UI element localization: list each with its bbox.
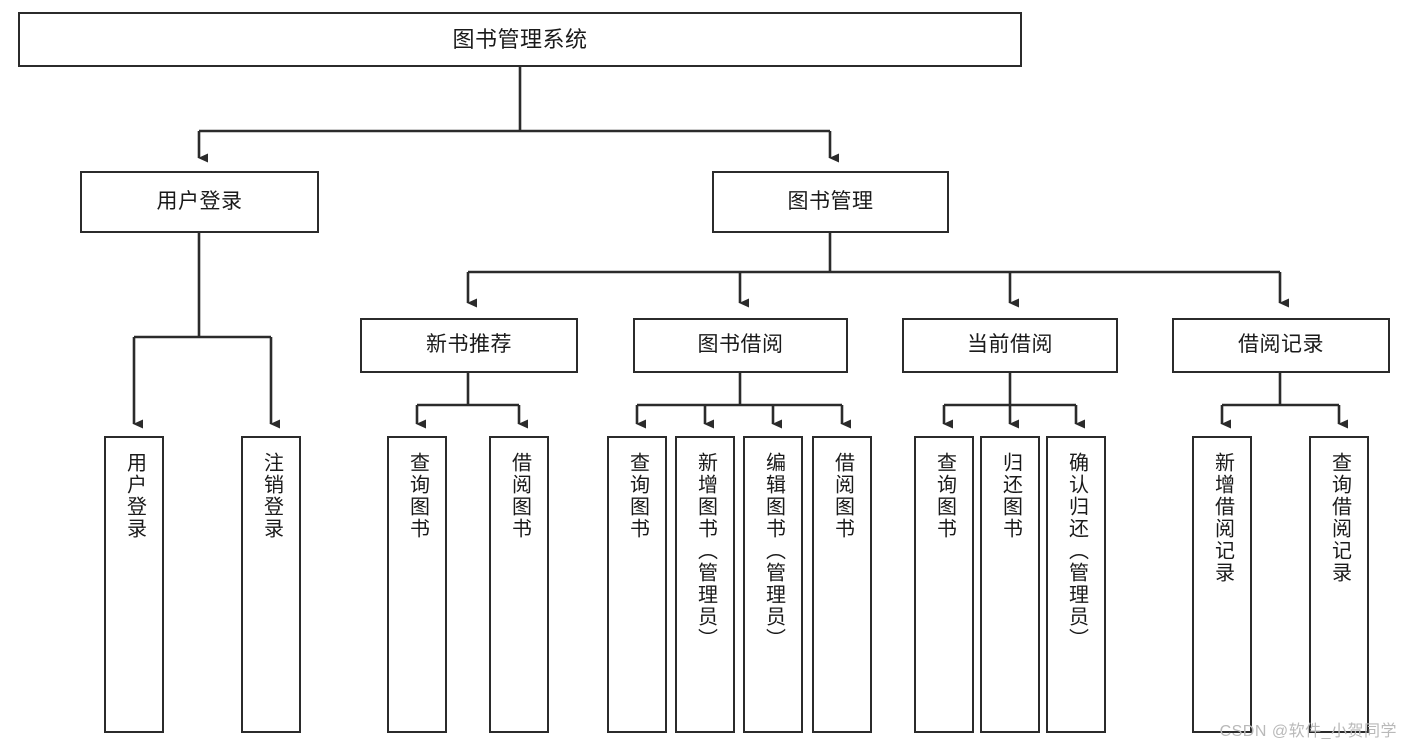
leaf-book-borrow-add[interactable]: 新增图书（管理员）: [675, 436, 735, 733]
node-user-login[interactable]: 用户登录: [80, 171, 319, 233]
node-label: 归还图书: [999, 452, 1022, 540]
leaf-book-borrow-query[interactable]: 查询图书: [607, 436, 667, 733]
node-label: 查询图书: [406, 452, 429, 540]
leaf-current-borrow-return[interactable]: 归还图书: [980, 436, 1040, 733]
node-current-borrow[interactable]: 当前借阅: [902, 318, 1118, 373]
leaf-new-book-borrow[interactable]: 借阅图书: [489, 436, 549, 733]
node-label: 用户登录: [123, 452, 146, 540]
node-label: 借阅图书: [831, 452, 854, 540]
node-label: 图书管理系统: [452, 26, 588, 52]
node-book-borrow[interactable]: 图书借阅: [633, 318, 848, 373]
leaf-new-book-query[interactable]: 查询图书: [387, 436, 447, 733]
watermark-text: CSDN @软件_小贺同学: [1219, 723, 1397, 740]
node-label: 借阅图书: [508, 452, 531, 540]
node-label: 图书管理: [787, 189, 874, 213]
node-borrow-record[interactable]: 借阅记录: [1172, 318, 1390, 373]
node-label: 编辑图书（管理员）: [762, 452, 785, 650]
node-label: 新增图书（管理员）: [694, 452, 717, 650]
node-label: 新增借阅记录: [1211, 452, 1234, 584]
node-label: 图书借阅: [697, 333, 784, 357]
node-label: 查询图书: [626, 452, 649, 540]
node-label: 借阅记录: [1238, 333, 1324, 357]
node-label: 查询图书: [933, 452, 956, 540]
leaf-book-borrow-edit[interactable]: 编辑图书（管理员）: [743, 436, 803, 733]
leaf-borrow-record-add[interactable]: 新增借阅记录: [1192, 436, 1252, 733]
leaf-user-login-login[interactable]: 用户登录: [104, 436, 164, 733]
node-label: 新书推荐: [426, 333, 512, 357]
leaf-user-login-logout[interactable]: 注销登录: [241, 436, 301, 733]
node-new-book-recommend[interactable]: 新书推荐: [360, 318, 578, 373]
leaf-current-borrow-query[interactable]: 查询图书: [914, 436, 974, 733]
node-book-management[interactable]: 图书管理: [712, 171, 949, 233]
leaf-current-borrow-confirm-return[interactable]: 确认归还（管理员）: [1046, 436, 1106, 733]
leaf-book-borrow-borrow[interactable]: 借阅图书: [812, 436, 872, 733]
node-label: 注销登录: [260, 452, 283, 540]
node-label: 当前借阅: [967, 333, 1053, 357]
node-label: 用户登录: [156, 189, 243, 213]
node-label: 查询借阅记录: [1328, 452, 1351, 584]
node-label: 确认归还（管理员）: [1065, 452, 1088, 650]
node-root-system[interactable]: 图书管理系统: [18, 12, 1022, 67]
leaf-borrow-record-query[interactable]: 查询借阅记录: [1309, 436, 1369, 733]
